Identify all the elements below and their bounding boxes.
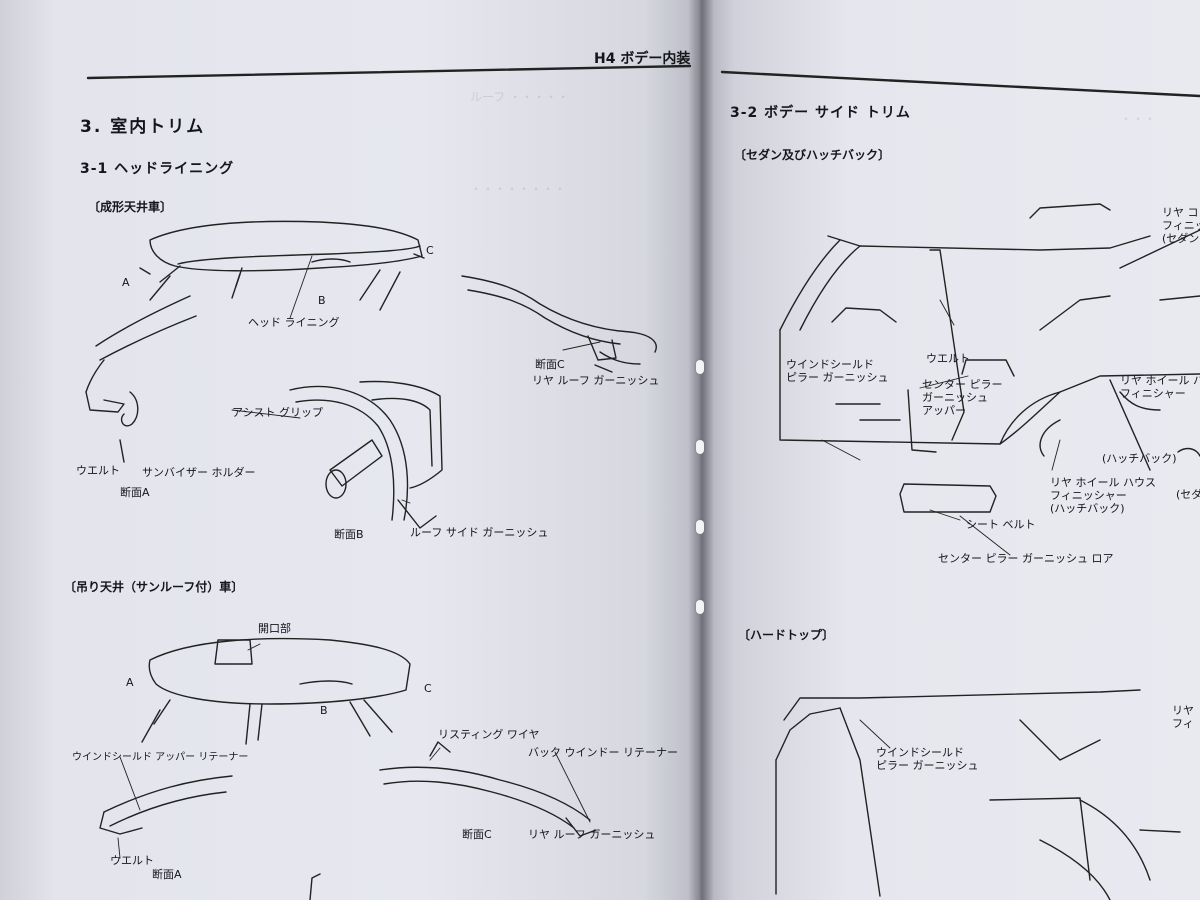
group-label-molded: 〔成形天井車〕 xyxy=(88,200,173,214)
label-cut-a2: A xyxy=(126,676,134,689)
label-rear-wheel-house-partial: リヤ ホイール ハ フィニシャー xyxy=(1120,374,1200,400)
subsection-title-headlining: 3-1 ヘッドライニング xyxy=(80,161,235,177)
label-cut-a: A xyxy=(122,276,130,289)
page-header: H4 ボデー内装 xyxy=(594,51,691,67)
binding-hole xyxy=(696,520,704,534)
label-sunvisor-holder: サンバイザー ホルダー xyxy=(142,466,256,479)
label-section-c2: 断面C xyxy=(462,828,492,841)
label-section-c: 断面C xyxy=(535,358,565,371)
label-cut-c2: C xyxy=(424,682,432,695)
section-c2-drawing xyxy=(379,741,597,837)
molded-headliner-drawing xyxy=(139,220,425,311)
label-cut-b2: B xyxy=(320,704,328,717)
subsection-title-side-trim: 3-2 ボデー サイド トリム xyxy=(730,105,911,121)
left-header-rule xyxy=(86,64,692,80)
show-through-text: ルーフ ・・・・・ xyxy=(470,90,570,104)
label-hatchback-small: (ハッチバック) xyxy=(1102,452,1177,465)
show-through-text: ・・・ xyxy=(1120,112,1157,126)
section-c-drawing xyxy=(461,275,657,373)
label-section-a: 断面A xyxy=(120,486,150,499)
label-back-window-retainer: バック ウインドー リテーナー xyxy=(528,746,678,759)
section-a-drawing xyxy=(85,295,197,463)
label-windshield-pillar-garnish: ウインドシールド ピラー ガーニッシュ xyxy=(786,358,889,384)
show-through-text: ・・・・・・・・ xyxy=(470,182,567,196)
suspended-headliner-drawing xyxy=(141,637,411,745)
label-rear-quarter-partial: リヤ コ フィニッ (セダン xyxy=(1162,206,1200,245)
label-rear-roof-garnish: リヤ ルーフ ガーニッシュ xyxy=(532,374,660,387)
label-welt-right: ウエルト xyxy=(926,352,970,365)
leader-lines xyxy=(117,255,1061,859)
right-header-rule xyxy=(720,70,1200,98)
left-page xyxy=(0,0,700,900)
label-cut-c: C xyxy=(426,244,434,257)
pillar-parts-drawing xyxy=(831,203,1200,513)
label-sedan-partial: (セダ xyxy=(1176,488,1200,501)
label-head-lining: ヘッド ライニング xyxy=(248,316,340,329)
group-label-sedan-hatchback: 〔セダン及びハッチバック〕 xyxy=(734,148,891,162)
label-seat-belt: シート ベルト xyxy=(966,518,1036,531)
group-label-suspended: 〔吊り天井（サンルーフ付）車〕 xyxy=(64,580,244,594)
label-windshield-pillar-garnish-2: ウインドシールド ピラー ガーニッシュ xyxy=(876,746,979,772)
label-center-pillar-garnish-lower: センター ピラー ガーニッシュ ロア xyxy=(938,552,1114,565)
label-welt: ウエルト xyxy=(76,464,120,477)
label-rear-partial-top: リヤ フィ xyxy=(1172,704,1194,730)
label-opening: 開口部 xyxy=(258,622,291,635)
section-a2-drawing xyxy=(99,775,321,900)
sedan-side-trim-drawing xyxy=(779,229,1200,471)
binding-hole xyxy=(696,600,704,614)
section-b-drawing xyxy=(289,380,443,529)
label-section-b: 断面B xyxy=(334,528,364,541)
binding-hole xyxy=(696,440,704,454)
label-windshield-upper-retainer: ウインドシールド アッパー リテーナー xyxy=(72,752,249,763)
label-rear-roof-garnish-2: リヤ ルーフ ガーニッシュ xyxy=(528,828,656,841)
label-cut-b: B xyxy=(318,294,326,307)
right-page xyxy=(700,0,1200,900)
hardtop-drawing xyxy=(775,689,1181,900)
group-label-hardtop: 〔ハードトップ〕 xyxy=(738,628,835,642)
label-roof-side-garnish: ルーフ サイド ガーニッシュ xyxy=(410,526,549,539)
label-listing-wire: リスティング ワイヤ xyxy=(438,728,540,741)
section-title: 3. 室内トリム xyxy=(80,117,206,137)
label-assist-grip: アシスト グリップ xyxy=(232,406,324,419)
label-welt-2: ウエルト xyxy=(110,854,154,867)
label-section-a-2: 断面A xyxy=(152,868,182,881)
label-center-pillar-garnish-upper: センター ピラー ガーニッシュ アッパー xyxy=(922,378,1003,417)
label-rear-wheel-house-finisher: リヤ ホイール ハウス フィニッシャー (ハッチバック) xyxy=(1050,476,1156,515)
binding-hole xyxy=(696,360,704,374)
